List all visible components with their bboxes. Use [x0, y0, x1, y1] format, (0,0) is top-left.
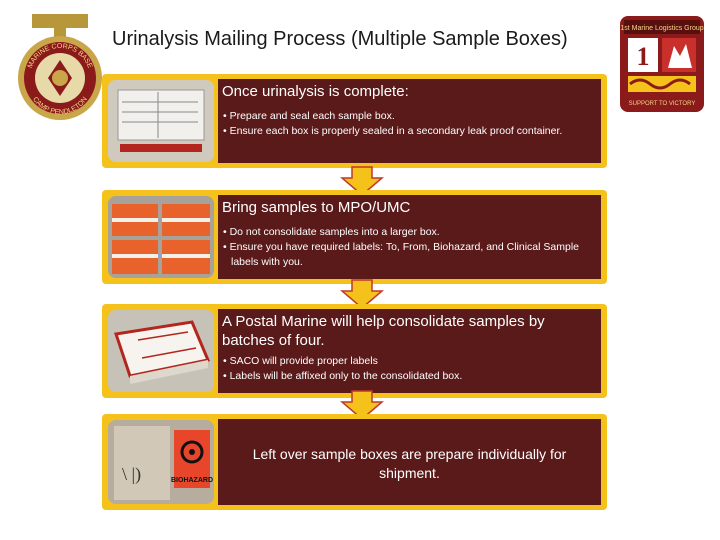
svg-text:\ |): \ |) [122, 464, 141, 485]
step-2-bullets: • Do not consolidate samples into a larg… [218, 225, 601, 270]
step-1-bullets: • Prepare and seal each sample box. • En… [218, 109, 601, 139]
step-3-bullet-1: • SACO will provide proper labels [223, 355, 378, 367]
step-4-photo: \ |) BIOHAZARD [108, 420, 214, 504]
logo-right-number: 1 [637, 42, 650, 71]
step-3-bullets: • SACO will provide proper labels • Labe… [218, 354, 601, 384]
logo-right-text-top: 1st Marine Logistics Group [620, 25, 703, 32]
camp-pendleton-logo: MARINE CORPS BASE CAMP PENDLETON [18, 14, 102, 120]
step-1-panel: Once urinalysis is complete: • Prepare a… [218, 79, 601, 163]
logo-right-text-bottom: SUPPORT TO VICTORY [629, 101, 696, 107]
step-2-heading: Bring samples to MPO/UMC [222, 199, 411, 216]
step-3-bullet-2: • Labels will be affixed only to the con… [223, 370, 463, 382]
page-title: Urinalysis Mailing Process (Multiple Sam… [112, 28, 568, 50]
step-1-bullet-1: • Prepare and seal each sample box. [223, 110, 395, 122]
down-arrow-icon [340, 166, 384, 196]
step-2-bullet-2: • Ensure you have required labels: To, F… [223, 241, 580, 268]
step-2-bullet-1: • Do not consolidate samples into a larg… [223, 226, 440, 238]
step-4-panel: Left over sample boxes are prepare indiv… [218, 419, 601, 505]
step-1-heading: Once urinalysis is complete: [222, 83, 409, 100]
step-1-bullet-2: • Ensure each box is properly sealed in … [223, 125, 563, 137]
step-2-photo [108, 196, 214, 278]
step-3-photo [108, 310, 214, 392]
step-3-panel: A Postal Marine will help consolidate sa… [218, 309, 601, 393]
step-2-card: Bring samples to MPO/UMC • Do not consol… [102, 190, 607, 284]
step-4-heading: Left over sample boxes are prepare indiv… [252, 446, 567, 481]
step-3-heading: A Postal Marine will help consolidate sa… [222, 313, 545, 349]
down-arrow-icon [340, 390, 384, 420]
step-4-card: \ |) BIOHAZARD Left over sample boxes ar… [102, 414, 607, 510]
step-1-card: Once urinalysis is complete: • Prepare a… [102, 74, 607, 168]
step-1-photo [108, 80, 214, 162]
step-2-panel: Bring samples to MPO/UMC • Do not consol… [218, 195, 601, 279]
biohazard-label-text: BIOHAZARD [171, 477, 213, 484]
step-3-card: A Postal Marine will help consolidate sa… [102, 304, 607, 398]
down-arrow-icon [340, 279, 384, 309]
mlg-logo: 1st Marine Logistics Group 1 SUPPORT TO … [620, 16, 704, 112]
